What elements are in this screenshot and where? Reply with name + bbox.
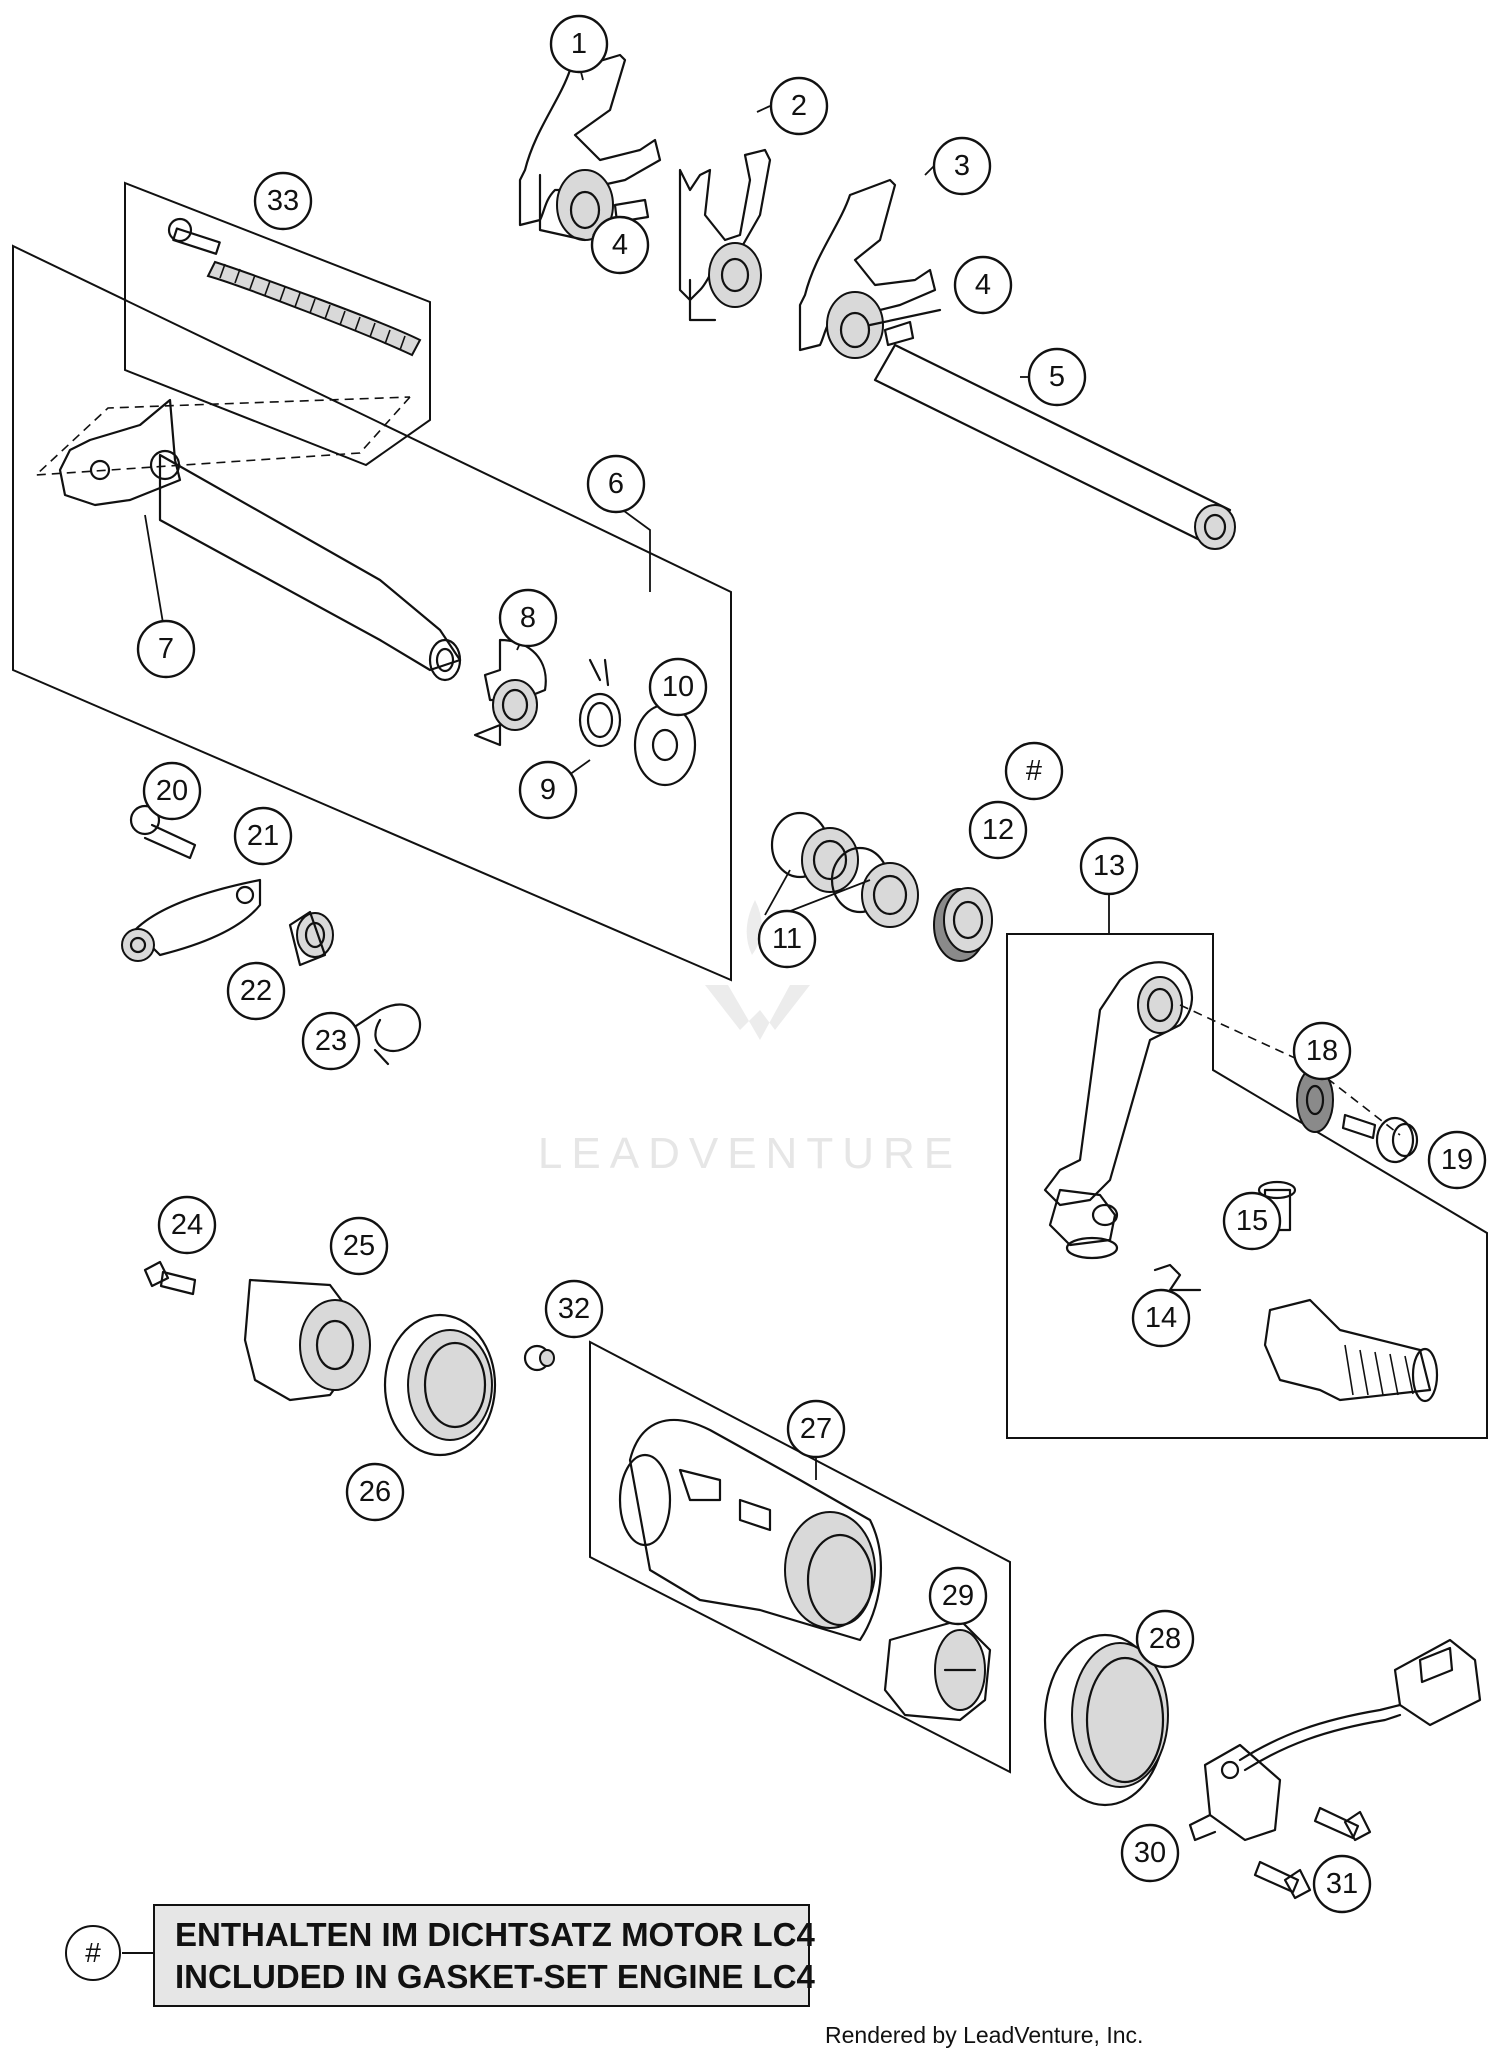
callout-24[interactable]: 24 <box>157 1195 217 1255</box>
locating-parts <box>143 1260 555 1457</box>
svg-text:5: 5 <box>1049 361 1065 393</box>
callout-7[interactable]: 7 <box>136 619 196 679</box>
callout-9[interactable]: 9 <box>518 760 578 820</box>
callout-2[interactable]: 2 <box>769 76 829 136</box>
svg-text:15: 15 <box>1236 1205 1268 1237</box>
callout-30[interactable]: 30 <box>1120 1823 1180 1883</box>
svg-text:19: 19 <box>1441 1144 1473 1176</box>
callout-26[interactable]: 26 <box>345 1462 405 1522</box>
svg-text:27: 27 <box>800 1413 832 1445</box>
watermark-text: LEADVENTURE <box>538 1129 962 1178</box>
callout-18[interactable]: 18 <box>1292 1021 1352 1081</box>
svg-text:20: 20 <box>156 775 188 807</box>
svg-text:21: 21 <box>247 820 279 852</box>
callout-31[interactable]: 31 <box>1312 1854 1372 1914</box>
svg-text:13: 13 <box>1093 850 1125 882</box>
note-english-text: INCLUDED IN GASKET-SET ENGINE LC4 <box>175 1958 815 1995</box>
gear-sensor <box>1188 1638 1482 1900</box>
svg-text:1: 1 <box>571 28 587 60</box>
svg-text:33: 33 <box>267 185 299 217</box>
svg-text:28: 28 <box>1149 1623 1181 1655</box>
callout-20[interactable]: 20 <box>142 761 202 821</box>
svg-text:4: 4 <box>975 269 991 301</box>
callout-12[interactable]: 12 <box>968 800 1028 860</box>
svg-text:3: 3 <box>954 150 970 182</box>
svg-text:22: 22 <box>240 975 272 1007</box>
callout-29[interactable]: 29 <box>928 1566 988 1626</box>
callout-5[interactable]: 5 <box>1027 347 1087 407</box>
star-washer-bolt <box>1296 1067 1419 1164</box>
callout-32[interactable]: 32 <box>544 1279 604 1339</box>
callout-4-right[interactable]: 4 <box>953 255 1013 315</box>
svg-text:24: 24 <box>171 1209 203 1241</box>
callout-25[interactable]: 25 <box>329 1216 389 1276</box>
svg-text:6: 6 <box>608 468 624 500</box>
shift-drum-box <box>589 1340 1011 1774</box>
svg-text:25: 25 <box>343 1230 375 1262</box>
svg-text:14: 14 <box>1145 1302 1177 1334</box>
callout-6[interactable]: 6 <box>586 454 646 514</box>
shift-forks <box>518 53 1236 550</box>
note-german-text: ENTHALTEN IM DICHTSATZ MOTOR LC4 <box>175 1916 815 1953</box>
callout-33[interactable]: 33 <box>253 171 313 231</box>
callout-23[interactable]: 23 <box>301 1011 361 1071</box>
svg-text:#: # <box>1026 755 1042 787</box>
spring-detail-box <box>33 181 431 476</box>
callout-15[interactable]: 15 <box>1222 1191 1282 1251</box>
svg-text:32: 32 <box>558 1293 590 1325</box>
seal-ring <box>1043 1633 1169 1807</box>
callout-13[interactable]: 13 <box>1079 836 1139 896</box>
svg-text:26: 26 <box>359 1476 391 1508</box>
svg-text:23: 23 <box>315 1025 347 1057</box>
callout-28[interactable]: 28 <box>1135 1609 1195 1669</box>
callout-22[interactable]: 22 <box>226 961 286 1021</box>
svg-text:9: 9 <box>540 774 556 806</box>
callout-hash[interactable]: # <box>1004 741 1064 801</box>
svg-text:12: 12 <box>982 814 1014 846</box>
callout-27[interactable]: 27 <box>786 1399 846 1459</box>
svg-text:18: 18 <box>1306 1035 1338 1067</box>
svg-text:29: 29 <box>942 1580 974 1612</box>
callout-8[interactable]: 8 <box>498 588 558 648</box>
note-hash-marker: # <box>65 1925 121 1981</box>
callout-21[interactable]: 21 <box>233 806 293 866</box>
shift-lever-parts <box>121 804 422 1066</box>
callout-3[interactable]: 3 <box>932 136 992 196</box>
callout-19[interactable]: 19 <box>1427 1130 1487 1190</box>
callout-4-left[interactable]: 4 <box>590 215 650 275</box>
shift-shaft-box <box>12 244 732 982</box>
svg-text:8: 8 <box>520 602 536 634</box>
svg-text:4: 4 <box>612 229 628 261</box>
svg-text:31: 31 <box>1326 1868 1358 1900</box>
svg-text:30: 30 <box>1134 1837 1166 1869</box>
needle-bearings <box>770 811 993 962</box>
note-connector-line <box>122 1952 153 1954</box>
callout-1[interactable]: 1 <box>549 14 609 74</box>
callout-10[interactable]: 10 <box>648 657 708 717</box>
svg-text:2: 2 <box>791 90 807 122</box>
gasket-set-note-box: ENTHALTEN IM DICHTSATZ MOTOR LC4 INCLUDE… <box>153 1904 815 2007</box>
note-hash-symbol: # <box>85 1937 101 1968</box>
leadventure-watermark: LEADVENTURE <box>538 900 962 1178</box>
callout-11[interactable]: 11 <box>757 909 817 969</box>
svg-text:10: 10 <box>662 671 694 703</box>
callout-14[interactable]: 14 <box>1131 1288 1191 1348</box>
svg-text:7: 7 <box>158 633 174 665</box>
shift-lever-box <box>1006 933 1488 1439</box>
render-credit: Rendered by LeadVenture, Inc. <box>825 2022 1144 2048</box>
svg-text:11: 11 <box>772 923 802 955</box>
